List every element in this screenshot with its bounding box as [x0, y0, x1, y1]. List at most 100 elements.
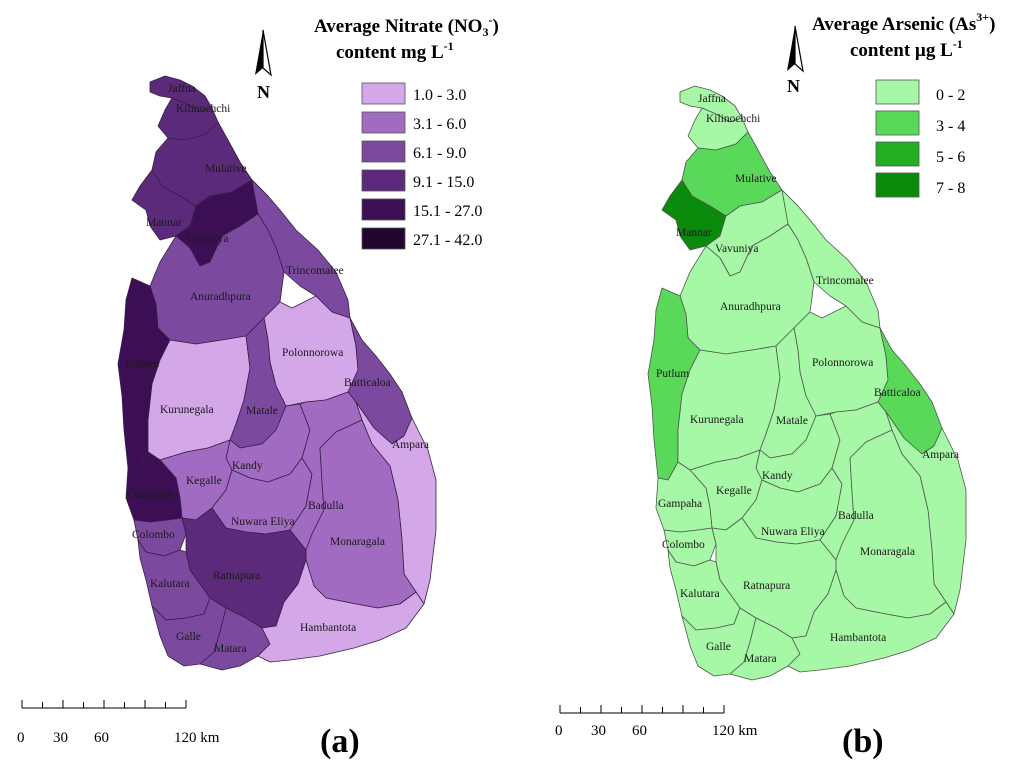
district-matara [199, 607, 271, 671]
legend-label: 3.1 - 6.0 [413, 116, 466, 133]
district-label-nuwara-eliya: Nuwara Eliya [761, 526, 825, 538]
svg-text:Average Nitrate (NO3-): Average Nitrate (NO3-) [314, 13, 499, 39]
district-label-jaffna: Jaffna [698, 93, 726, 105]
district-label-colombo: Colombo [132, 529, 175, 541]
district-hambantota [787, 569, 955, 673]
legend-label: 9.1 - 15.0 [413, 174, 474, 191]
legend-swatch [875, 79, 920, 105]
district-label-mannar: Mannar [676, 227, 712, 239]
district-mannar [131, 169, 197, 241]
district-label-trincomalee: Trincomalee [286, 265, 344, 277]
district-label-kilinochchi: Kilinochchi [706, 113, 760, 125]
panel-label-a: (a) [320, 723, 360, 760]
legend-swatch [361, 198, 406, 221]
district-label-mulative: Mulative [735, 173, 777, 185]
legend-swatch [361, 82, 406, 105]
district-label-mulative: Mulative [205, 163, 247, 175]
district-label-batticaloa: Batticaloa [874, 387, 921, 399]
legend-label: 3 - 4 [936, 118, 965, 135]
district-label-nuwara-eliya: Nuwara Eliya [231, 516, 295, 528]
nitrate-map [117, 75, 437, 671]
panel-label-b: (b) [842, 723, 884, 760]
legend-swatch [361, 111, 406, 134]
legend-label: 0 - 2 [936, 87, 965, 104]
district-label-polonnorowa: Polonnorowa [282, 347, 343, 359]
district-hambantota [257, 559, 425, 663]
legend-label: 15.1 - 27.0 [413, 203, 482, 220]
svg-text:60: 60 [632, 723, 647, 739]
district-label-gampaha: Gampaha [128, 488, 172, 500]
district-label-hambantota: Hambantota [300, 622, 356, 634]
legend-swatch [361, 140, 406, 163]
district-gampaha [655, 461, 713, 533]
svg-text:0: 0 [555, 723, 563, 739]
svg-text:Average Arsenic (As3+): Average Arsenic (As3+) [812, 10, 995, 35]
district-label-polonnorowa: Polonnorowa [812, 357, 873, 369]
district-label-ampara: Ampara [922, 449, 959, 461]
legend-label: 27.1 - 42.0 [413, 232, 482, 249]
svg-text:120 km: 120 km [174, 730, 220, 746]
district-label-matara: Matara [744, 653, 777, 665]
legend-swatch [361, 169, 406, 192]
nitrate-legend: 1.0 - 3.0 3.1 - 6.0 6.1 - 9.0 9.1 - 15.0 15.… [361, 82, 482, 250]
svg-text:30: 30 [53, 730, 68, 746]
district-label-putlum: Putlum [126, 358, 159, 370]
legend-swatch [361, 227, 406, 250]
north-arrow-icon: N [787, 25, 804, 96]
svg-text:60: 60 [94, 730, 109, 746]
district-label-galle: Galle [176, 631, 201, 643]
legend-label: 6.1 - 9.0 [413, 145, 466, 162]
arsenic-legend-title: Average Arsenic (As3+) content µg L-1 [812, 10, 995, 61]
svg-text:content µg L-1: content µg L-1 [850, 37, 963, 61]
arsenic-legend: 0 - 23 - 45 - 67 - 8 [875, 79, 965, 198]
district-label-kandy: Kandy [762, 470, 793, 482]
svg-text:N: N [257, 82, 270, 102]
district-label-vavuniya: Vavuniya [715, 243, 758, 255]
district-label-badulla: Badulla [838, 510, 874, 522]
scale-bar: 0 30 60 120 km [555, 705, 758, 739]
district-label-ratnapura: Ratnapura [743, 580, 790, 592]
svg-text:30: 30 [591, 723, 606, 739]
legend-label: 1.0 - 3.0 [413, 87, 466, 104]
district-label-trincomalee: Trincomalee [816, 275, 874, 287]
district-label-matara: Matara [214, 643, 247, 655]
district-label-badulla: Badulla [308, 500, 344, 512]
svg-text:120 km: 120 km [712, 723, 758, 739]
district-gampaha [125, 451, 183, 523]
north-arrow-icon: N [255, 29, 272, 102]
district-mannar [661, 179, 727, 251]
district-label-anuradhpura: Anuradhpura [720, 301, 781, 313]
district-label-kurunegala: Kurunegala [160, 404, 214, 416]
legend-swatch [875, 141, 920, 167]
district-label-kilinochchi: Kilinochchi [176, 103, 230, 115]
district-label-ampara: Ampara [392, 439, 429, 451]
district-label-putlum: Putlum [656, 368, 689, 380]
district-label-kandy: Kandy [232, 460, 263, 472]
district-label-batticaloa: Batticaloa [344, 377, 391, 389]
district-label-monaragala: Monaragala [330, 536, 385, 548]
district-label-kalutara: Kalutara [150, 578, 190, 590]
district-label-galle: Galle [706, 641, 731, 653]
district-label-kurunegala: Kurunegala [690, 414, 744, 426]
district-label-kegalle: Kegalle [186, 475, 222, 487]
arsenic-map-labels: JaffnaKilinochchiMulativeMannarVavuniyaT… [656, 93, 959, 665]
district-label-ratnapura: Ratnapura [213, 570, 260, 582]
district-label-monaragala: Monaragala [860, 546, 915, 558]
district-label-colombo: Colombo [662, 539, 705, 551]
district-label-matale: Matale [246, 405, 278, 417]
svg-text:content mg L-1: content mg L-1 [336, 39, 454, 63]
district-label-mannar: Mannar [146, 217, 182, 229]
district-matara [729, 617, 801, 681]
scale-bar: 0 30 60 120 km [17, 700, 220, 746]
district-label-jaffna: Jaffna [168, 83, 196, 95]
arsenic-map [647, 85, 967, 681]
district-label-vavuniya: Vavuniya [185, 233, 228, 245]
district-label-kegalle: Kegalle [716, 485, 752, 497]
district-label-gampaha: Gampaha [658, 498, 702, 510]
nitrate-legend-title: Average Nitrate (NO3-) content mg L-1 [314, 13, 499, 63]
legend-label: 5 - 6 [936, 149, 965, 166]
district-label-kalutara: Kalutara [680, 588, 720, 600]
district-label-matale: Matale [776, 415, 808, 427]
district-label-anuradhpura: Anuradhpura [190, 291, 251, 303]
